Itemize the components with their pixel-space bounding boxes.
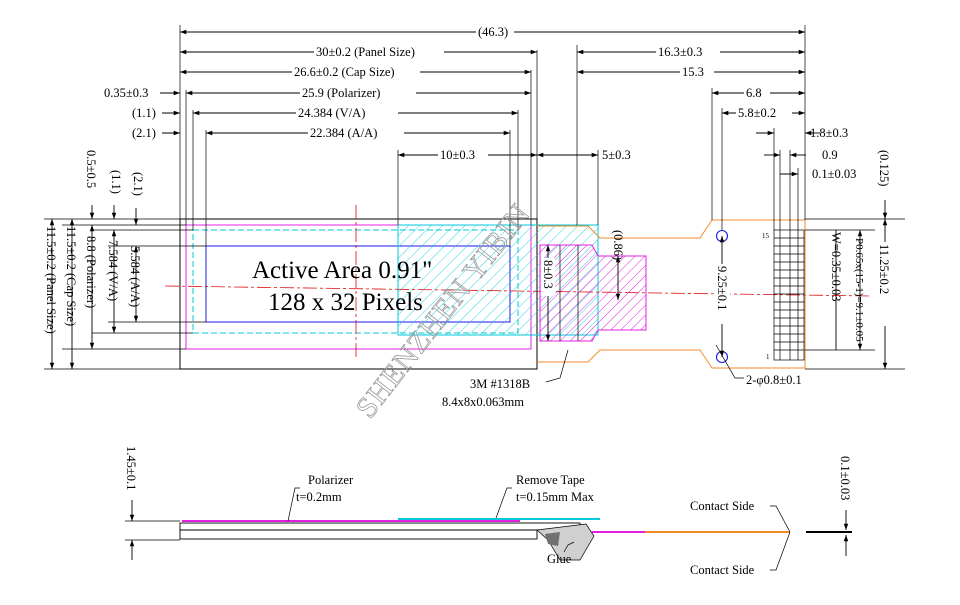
- dim-10: 10±0.3: [440, 148, 475, 162]
- polarizer-side-label: Polarizer: [308, 473, 354, 487]
- dim-cap-height: 11.5±0.2 (Cap Size): [64, 226, 78, 326]
- dim-pitch: P0.65x(15-1)=9.1±0.05: [853, 238, 865, 342]
- side-view: 1.45±0.1 Polarizer t=0.2mm Remove Tape t…: [124, 446, 852, 577]
- left-dimensions: 11.5±0.2 (Panel Size) 11.5±0.2 (Cap Size…: [44, 150, 206, 370]
- tape-size-label: 8.4x8x0.063mm: [442, 395, 524, 409]
- dim-fpc-153: 15.3: [682, 65, 704, 79]
- dim-01: 0.1±0.03: [812, 167, 856, 181]
- dim-va-width: 24.384 (V/A): [298, 106, 365, 120]
- dim-pin-width: W=0.35±0.03: [829, 232, 843, 301]
- dim-68: 6.8: [746, 86, 762, 100]
- dim-polarizer-width: 25.9 (Polarizer): [302, 86, 380, 100]
- glue-label: Glue: [547, 552, 572, 566]
- dim-va-height: 7.584 (V/A): [106, 240, 120, 301]
- dim-11: (1.1): [109, 170, 123, 194]
- contact-side-top: Contact Side: [690, 499, 755, 513]
- dim-09: 0.9: [822, 148, 838, 162]
- dim-panel-height: 11.5±0.2 (Panel Size): [44, 226, 58, 334]
- pin-first-label: 1: [766, 353, 770, 361]
- dim-5: 5±0.3: [602, 148, 631, 162]
- horizontal-centerline: [164, 285, 871, 297]
- right-dimensions: (0.125) 11.25±0.2 P0.65x(15-1)=9.1±0.05 …: [541, 150, 905, 370]
- dim-0125: (0.125): [877, 150, 891, 186]
- dim-va-offset: (1.1): [132, 106, 156, 120]
- contact-pins: [773, 229, 805, 361]
- tape-thickness: t=0.15mm Max: [516, 490, 595, 504]
- dim-fpc-length: 16.3±0.3: [658, 45, 702, 59]
- dim-aa-width: 22.384 (A/A): [310, 126, 377, 140]
- dim-aa-offset: (2.1): [132, 126, 156, 140]
- dim-hole-pitch: 9.25±0.1: [715, 266, 729, 310]
- glass-layer-bottom: [179, 529, 538, 540]
- fpc-outline: [537, 219, 806, 369]
- glass-layer-top: [179, 522, 581, 531]
- active-area-label: Active Area 0.91": [252, 257, 432, 284]
- dim-cap-width: 26.6±0.2 (Cap Size): [294, 65, 395, 79]
- dim-1125: 11.25±0.2: [877, 244, 891, 294]
- pin-last-label: 15: [762, 232, 770, 240]
- dim-086: (0.86): [611, 230, 625, 260]
- dim-fpc-thickness: 0.1±0.03: [838, 456, 852, 500]
- dim-polarizer-offset: 0.35±0.3: [104, 86, 148, 100]
- viewing-area-outline: [192, 229, 519, 334]
- dim-18: 1.8±0.3: [810, 126, 848, 140]
- dim-overall-length: (46.3): [478, 25, 508, 39]
- pixel-count-label: 128 x 32 Pixels: [268, 289, 423, 316]
- dim-05: 0.5±0.5: [84, 150, 98, 188]
- tape-part-label: 3M #1318B: [470, 377, 530, 391]
- annotations: 3M #1318B 8.4x8x0.063mm 2-φ0.8±0.1: [442, 344, 802, 409]
- hole-spec-label: 2-φ0.8±0.1: [746, 373, 802, 387]
- dim-panel-width: 30±0.2 (Panel Size): [316, 45, 415, 59]
- contact-side-bottom: Contact Side: [690, 563, 755, 577]
- top-dimensions: (46.3) 30±0.2 (Panel Size) 16.3±0.3 26.6…: [104, 24, 856, 246]
- dim-aa-height: 5.584 (A/A): [128, 246, 142, 307]
- dim-polarizer-height: 8.8 (Polarizer): [84, 236, 98, 308]
- polarizer-thickness: t=0.2mm: [296, 490, 342, 504]
- tape-side-label: Remove Tape: [516, 473, 585, 487]
- dim-module-thickness: 1.45±0.1: [124, 446, 138, 490]
- dim-tape-height: 8±0.3: [541, 260, 555, 289]
- dim-58: 5.8±0.2: [738, 106, 776, 120]
- dim-21: (2.1): [131, 172, 145, 196]
